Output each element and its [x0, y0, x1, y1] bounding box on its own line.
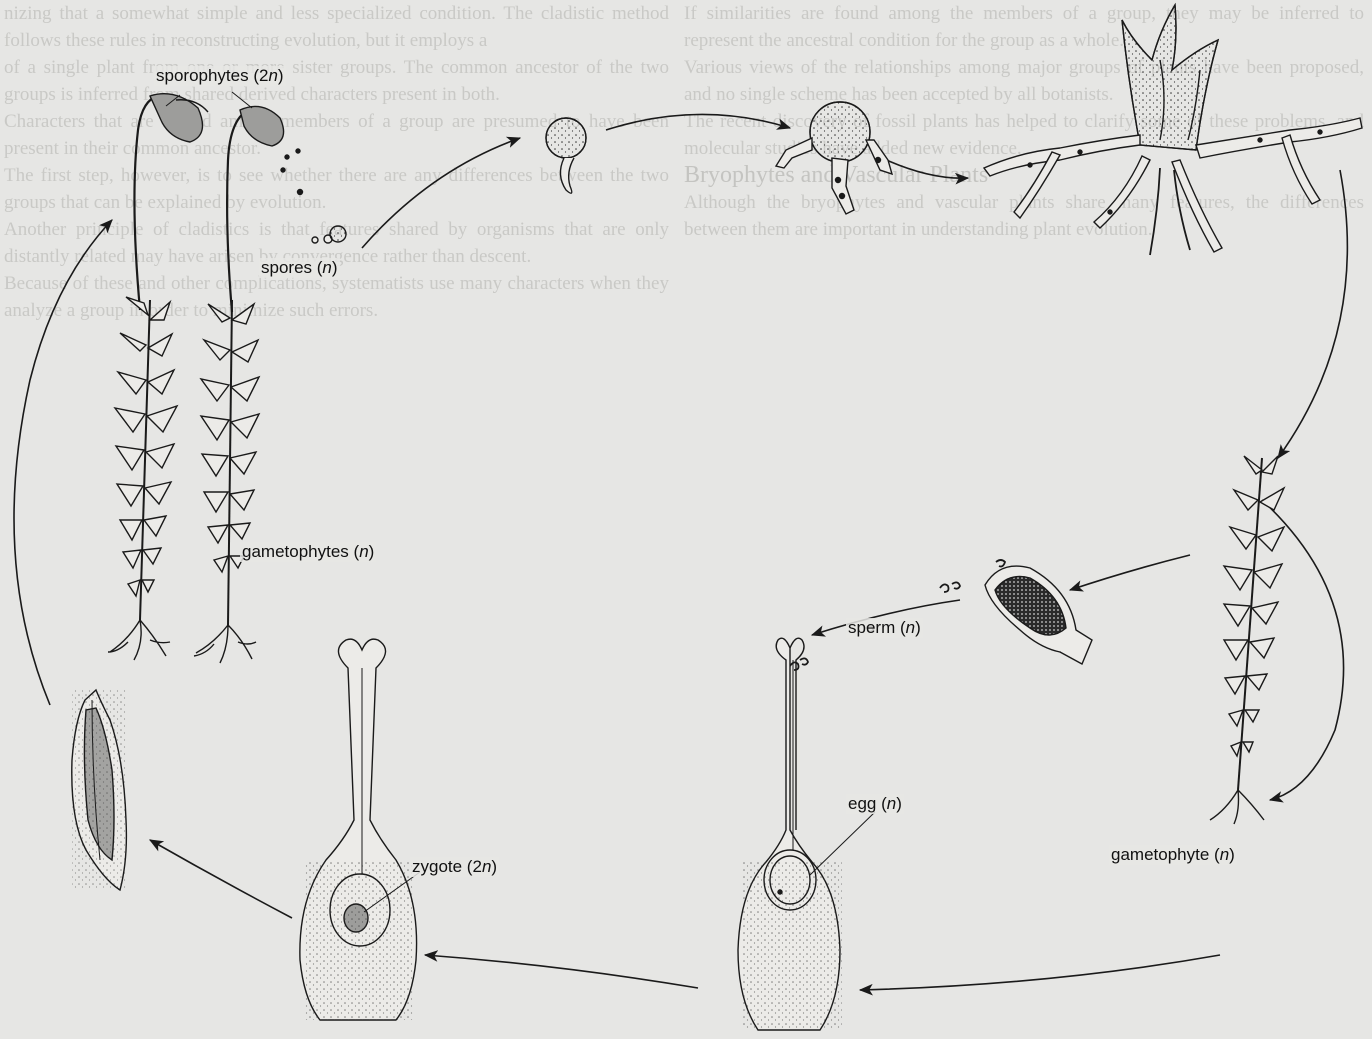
gametophyte-text: gametophyte ( — [1111, 845, 1220, 864]
archegonium — [738, 638, 875, 1030]
egg-ploidy: n — [887, 794, 896, 813]
antheridium — [790, 560, 1092, 670]
germinating-spore — [546, 118, 586, 193]
spore — [296, 149, 300, 153]
sperm-label: sperm (n) — [846, 618, 923, 638]
spores-label: spores (n) — [259, 258, 340, 278]
right-leafy-shoot — [194, 300, 259, 663]
arrow-protonema-to-gametophyte — [1278, 170, 1347, 458]
arrow-gametophyte-to-archegonium — [860, 955, 1220, 990]
gametophyte-label: gametophyte (n) — [1109, 845, 1237, 865]
sporophytes-close: ) — [278, 66, 284, 85]
arrow-embryo-to-sporophytes — [14, 220, 112, 705]
gametophytes-ploidy: n — [359, 542, 368, 561]
gametophyte-ploidy: n — [1220, 845, 1229, 864]
rhizoids — [108, 620, 170, 660]
arrow-spores-to-germination — [362, 138, 520, 248]
egg-leader — [810, 812, 875, 875]
gametophytes-label: gametophytes (n) — [240, 542, 376, 562]
zygote-text: zygote (2 — [412, 857, 482, 876]
left-capsule — [150, 94, 203, 142]
arrow-gametophyte-to-antheridium-inner — [1070, 555, 1190, 590]
sporophytes-text: sporophytes (2 — [156, 66, 268, 85]
sperm-text: sperm ( — [848, 618, 906, 637]
young-protonema — [776, 102, 892, 214]
sporophytes-ploidy: n — [268, 66, 277, 85]
arrow-protonema-to-buds — [882, 158, 968, 178]
gametophyte-close: ) — [1229, 845, 1235, 864]
archegonium-zygote — [300, 639, 420, 1020]
right-seta — [227, 110, 248, 312]
sperm-ploidy: n — [906, 618, 915, 637]
arrow-egg-to-zygote — [425, 955, 698, 988]
mature-plants — [108, 94, 346, 663]
spores-ploidy: n — [322, 258, 331, 277]
zygote-label: zygote (2n) — [410, 857, 499, 877]
protonema-filaments — [984, 135, 1140, 176]
egg-close: ) — [896, 794, 902, 813]
sporophytes-label: sporophytes (2n) — [154, 66, 286, 86]
sperm-cells — [790, 560, 1005, 670]
left-leafy-shoot — [108, 297, 177, 660]
arrow-germinating-spore-to-protonema — [606, 114, 790, 130]
right-capsule — [240, 106, 284, 146]
sporophytes-leader-right — [232, 92, 252, 108]
protonema-with-bud — [984, 5, 1362, 255]
egg-text: egg ( — [848, 794, 887, 813]
spore — [330, 226, 346, 242]
spores-close: ) — [332, 258, 338, 277]
gametophytes-text: gametophytes ( — [242, 542, 359, 561]
spore — [312, 237, 318, 243]
rhizoids — [1210, 790, 1264, 824]
arrow-zygote-to-embryo — [150, 840, 292, 918]
egg-label: egg (n) — [846, 794, 904, 814]
spores-text: spores ( — [261, 258, 322, 277]
embryo-sporophyte — [72, 690, 127, 890]
sperm-close: ) — [915, 618, 921, 637]
left-seta — [134, 96, 158, 310]
spore — [281, 168, 285, 172]
gametophytes-close: ) — [369, 542, 375, 561]
rhizoids — [194, 625, 256, 663]
spore — [298, 190, 303, 195]
zygote-close: ) — [491, 857, 497, 876]
zygote-ploidy: n — [482, 857, 491, 876]
spore — [285, 155, 289, 159]
